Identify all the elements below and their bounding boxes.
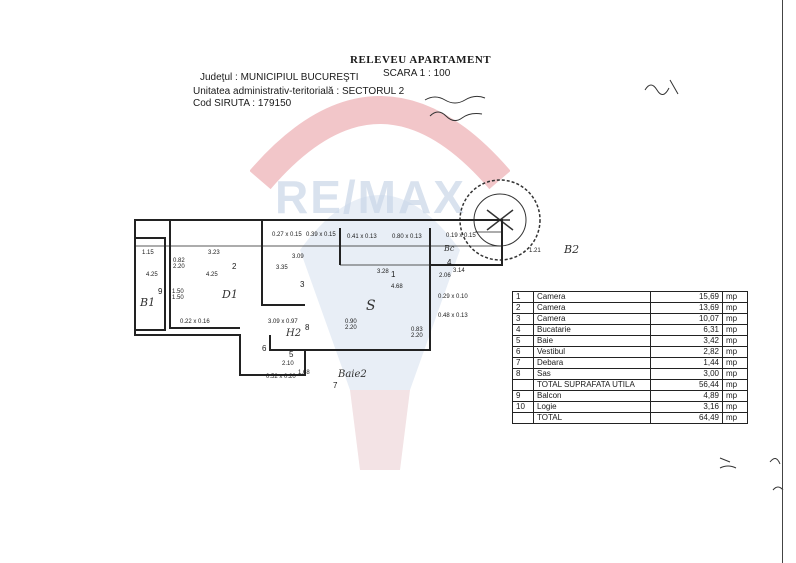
room-number: 1 (391, 270, 396, 279)
dim-label: 2.06 (439, 273, 451, 279)
opening-label: 0.82 (173, 258, 185, 264)
opening-label: 0.27 x 0.15 (272, 232, 302, 238)
dim-label: 3.23 (208, 250, 220, 256)
document-title: RELEVEU APARTAMENT (350, 54, 492, 66)
dim-label: 4.68 (391, 284, 403, 290)
opening-label: 0.52 x 0.20 (266, 374, 296, 380)
opening-label: 1.50 (172, 295, 184, 301)
opening-label: 0.39 x 0.15 (306, 232, 336, 238)
opening-label: 0.83 (411, 327, 423, 333)
room-number: 3 (300, 280, 305, 289)
plan-mark: D1 (222, 288, 238, 301)
room-number: 8 (305, 323, 310, 332)
scale-label: SCARA 1 : 100 (383, 68, 451, 79)
opening-label: 3.09 x 0.97 (268, 319, 298, 325)
opening-label: 0.48 x 0.13 (438, 313, 468, 319)
plan-mark: Bc (444, 244, 455, 253)
dim-label: 3.28 (377, 269, 389, 275)
dim-label: 1.15 (142, 250, 154, 256)
plan-mark: B1 (140, 296, 156, 309)
plan-mark: H2 (286, 328, 302, 339)
remax-watermark-text: RE/MAX (275, 171, 466, 223)
opening-label: 2.20 (345, 325, 357, 331)
county-label: Judeţul : MUNICIPIUL BUCUREŞTI (200, 72, 359, 83)
dim-label: 1.68 (298, 370, 310, 376)
signature-mark (420, 88, 500, 133)
opening-label: 0.19 x 0.15 (446, 233, 476, 239)
dim-label: 3.35 (276, 265, 288, 271)
handwritten-note (715, 450, 795, 515)
room-number: 6 (262, 344, 267, 353)
opening-label: 0.80 x 0.13 (392, 234, 422, 240)
room-number: 4 (447, 258, 452, 267)
dim-label: 2.10 (282, 361, 294, 367)
opening-label: 0.41 x 0.13 (347, 234, 377, 240)
dim-label: 1.21 (529, 248, 541, 254)
room-number: 9 (158, 287, 163, 296)
plan-mark: B2 (564, 243, 580, 256)
opening-label: 2.20 (173, 264, 185, 270)
plan-mark: Baie2 (338, 369, 367, 380)
plan-mark: S (366, 298, 376, 314)
dim-label: 4.25 (206, 272, 218, 278)
room-number: 2 (232, 262, 237, 271)
opening-label: 1.50 (172, 289, 184, 295)
opening-label: 0.90 (345, 319, 357, 325)
admin-unit-label: Unitatea administrativ-teritorială : SEC… (193, 86, 405, 97)
opening-label: 0.22 x 0.16 (180, 319, 210, 325)
page-edge (782, 0, 783, 563)
opening-label: 2.20 (411, 333, 423, 339)
room-number: 7 (333, 381, 338, 390)
siruta-label: Cod SIRUTA : 179150 (193, 98, 292, 109)
corner-scribble (640, 72, 700, 107)
dim-label: 3.09 (292, 254, 304, 260)
opening-label: 0.29 x 0.10 (438, 294, 468, 300)
floor-plan (130, 210, 510, 400)
dim-label: 3.14 (453, 268, 465, 274)
room-number: 5 (289, 350, 294, 359)
dim-label: 4.25 (146, 272, 158, 278)
